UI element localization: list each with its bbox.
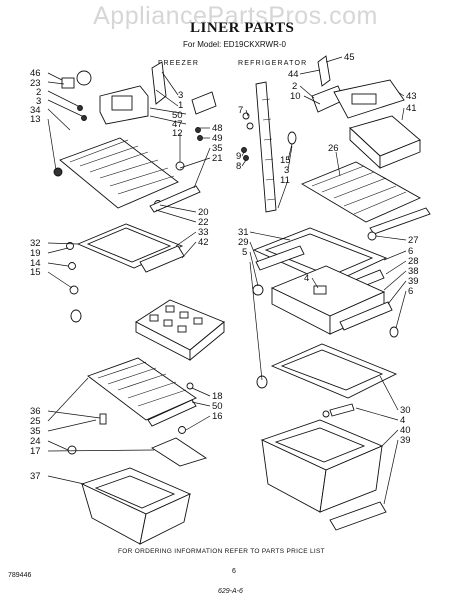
- callout: 50: [212, 401, 223, 412]
- freezer-basket: [80, 467, 192, 545]
- callout: 6: [408, 286, 413, 297]
- callout: 4: [304, 273, 309, 284]
- freezer-basket-rail: [151, 437, 208, 467]
- refrigerator-fasteners: [241, 112, 297, 161]
- refrigerator-control-housing: [333, 79, 405, 119]
- refrigerator-wire-shelf: [300, 161, 431, 241]
- callout: 34: [30, 105, 41, 116]
- callout: 3: [178, 90, 183, 101]
- callout: 2: [36, 87, 41, 98]
- ice-cube-tray: [135, 299, 225, 361]
- callout: 10: [290, 91, 301, 102]
- ordering-note: FOR ORDERING INFORMATION REFER TO PARTS …: [118, 548, 325, 555]
- callout: 19: [30, 248, 41, 259]
- callout: 23: [30, 78, 41, 89]
- lower-crisper-drawer: [260, 419, 384, 513]
- callout: 16: [212, 411, 223, 422]
- callout: 36: [30, 406, 41, 417]
- callout: 8: [236, 161, 241, 172]
- refrigerator-section-label: REFRIGERATOR: [238, 60, 308, 67]
- leader-lines: [47, 56, 407, 505]
- callout: 26: [328, 143, 339, 154]
- freezer-shelf-supports: [66, 242, 82, 323]
- callout-labels: 46 23 2 3 34 13 3 1 50 47 12 48 49 35 21…: [30, 52, 419, 482]
- callout: 35: [212, 143, 223, 154]
- callout: 50: [172, 110, 183, 121]
- callout: 24: [30, 436, 41, 447]
- freezer-wire-shelf: [59, 137, 201, 213]
- callout: 15: [30, 267, 41, 278]
- callout: 25: [30, 416, 41, 427]
- lower-crisper-parts: [322, 403, 355, 418]
- freezer-section-label: FREEZER: [158, 60, 200, 67]
- callout: 41: [406, 103, 417, 114]
- callout: 4: [400, 415, 405, 426]
- callout: 46: [30, 68, 41, 79]
- callout: 17: [30, 446, 41, 457]
- reference-code: 629-A-6: [218, 588, 243, 595]
- callout: 47: [172, 119, 183, 130]
- callout: 15: [280, 155, 291, 166]
- callout: 27: [408, 235, 419, 246]
- crisper-support-pin: [389, 326, 399, 338]
- watermark: AppliancePartsPros.com: [93, 2, 378, 30]
- callout: 39: [408, 276, 419, 287]
- callout: 1: [178, 100, 183, 111]
- refrigerator-glass-shelf: [252, 227, 388, 285]
- callout: 29: [238, 237, 249, 248]
- callout: 28: [408, 256, 419, 267]
- callout: 35: [30, 426, 41, 437]
- callout: 21: [212, 153, 223, 164]
- callout: 5: [242, 247, 247, 258]
- page-title: LINER PARTS: [190, 20, 295, 36]
- callout: 31: [238, 227, 249, 238]
- callout: 33: [198, 227, 209, 238]
- callout: 32: [30, 238, 41, 249]
- callout: 7: [238, 105, 243, 116]
- divider-strip: [255, 81, 277, 213]
- refrigerator-drawer: [349, 115, 421, 170]
- crisper-pan: [270, 265, 393, 335]
- callout: 9: [236, 151, 241, 162]
- callout: 2: [292, 81, 297, 92]
- callout: 6: [408, 246, 413, 257]
- lower-crisper-cover: [256, 343, 398, 399]
- callout: 12: [172, 128, 183, 139]
- callout: 43: [406, 91, 417, 102]
- lower-freezer-parts: [67, 382, 194, 455]
- callout: 30: [400, 405, 411, 416]
- callout: 38: [408, 266, 419, 277]
- callout: 49: [212, 133, 223, 144]
- callout: 20: [198, 207, 209, 218]
- callout: 3: [284, 165, 289, 176]
- callout: 18: [212, 391, 223, 402]
- callout: 45: [344, 52, 355, 63]
- callout: 42: [198, 237, 209, 248]
- freezer-control-knob: [61, 70, 92, 89]
- callout: 3: [36, 96, 41, 107]
- callout: 48: [212, 123, 223, 134]
- callout: 39: [400, 435, 411, 446]
- page-number: 6: [232, 568, 236, 575]
- drawer-trim: [329, 501, 387, 531]
- freezer-fasteners: [53, 105, 203, 208]
- model-line: For Model: ED19CKXRWR-0: [183, 40, 286, 49]
- callout: 40: [400, 425, 411, 436]
- document-code: 789446: [8, 572, 32, 579]
- refrigerator-shelf-bracket: [311, 55, 345, 113]
- freezer-control-housing: [99, 61, 167, 125]
- callout: 13: [30, 114, 41, 125]
- freezer-shelf-bracket: [191, 91, 217, 115]
- lower-freezer-wire-shelf: [87, 357, 197, 427]
- callout: 22: [198, 217, 209, 228]
- callout: 11: [280, 175, 290, 186]
- callout: 14: [30, 258, 41, 269]
- callout: 37: [30, 471, 41, 482]
- callout: 44: [288, 69, 299, 80]
